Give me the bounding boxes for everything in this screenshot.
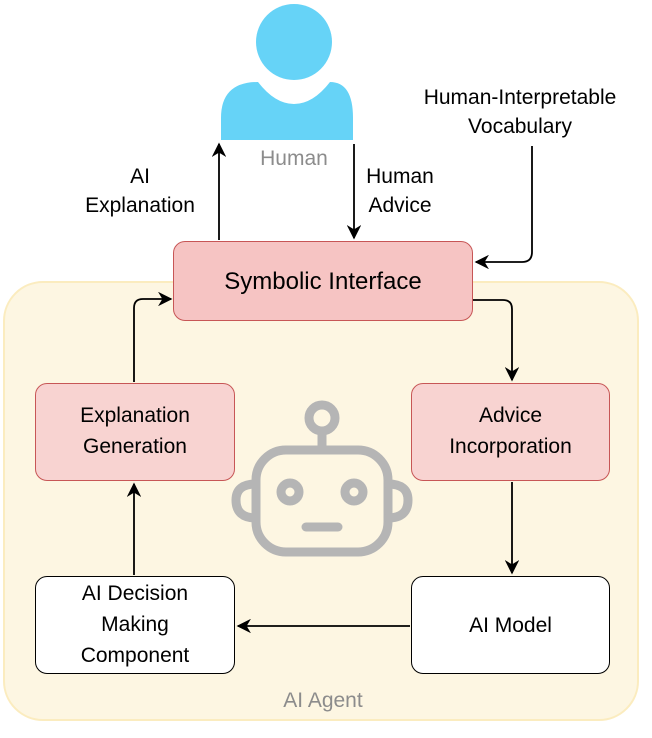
- ai-explanation-label: AI Explanation: [85, 165, 195, 217]
- vocabulary-label: Human-Interpretable Vocabulary: [423, 86, 617, 138]
- ai-model-label: AI Model: [469, 613, 552, 637]
- symbolic-interface-label: Symbolic Interface: [224, 267, 422, 295]
- arrow-to-advice-incorporation: [473, 299, 520, 382]
- advice-incorporation-box: Advice Incorporation: [411, 383, 610, 481]
- ai-decision-making-box: AI Decision Making Component: [35, 576, 235, 674]
- human-label: Human: [260, 147, 328, 170]
- ai-agent-label: AI Agent: [283, 689, 363, 712]
- arrow-from-vocabulary: [474, 146, 533, 270]
- symbolic-interface-box: Symbolic Interface: [173, 241, 473, 321]
- ai-model-box: AI Model: [411, 576, 610, 674]
- arrow-to-symbolic-interface: [133, 291, 173, 382]
- human-advice-label: Human Advice: [366, 165, 434, 217]
- explanation-generation-box: Explanation Generation: [35, 383, 235, 481]
